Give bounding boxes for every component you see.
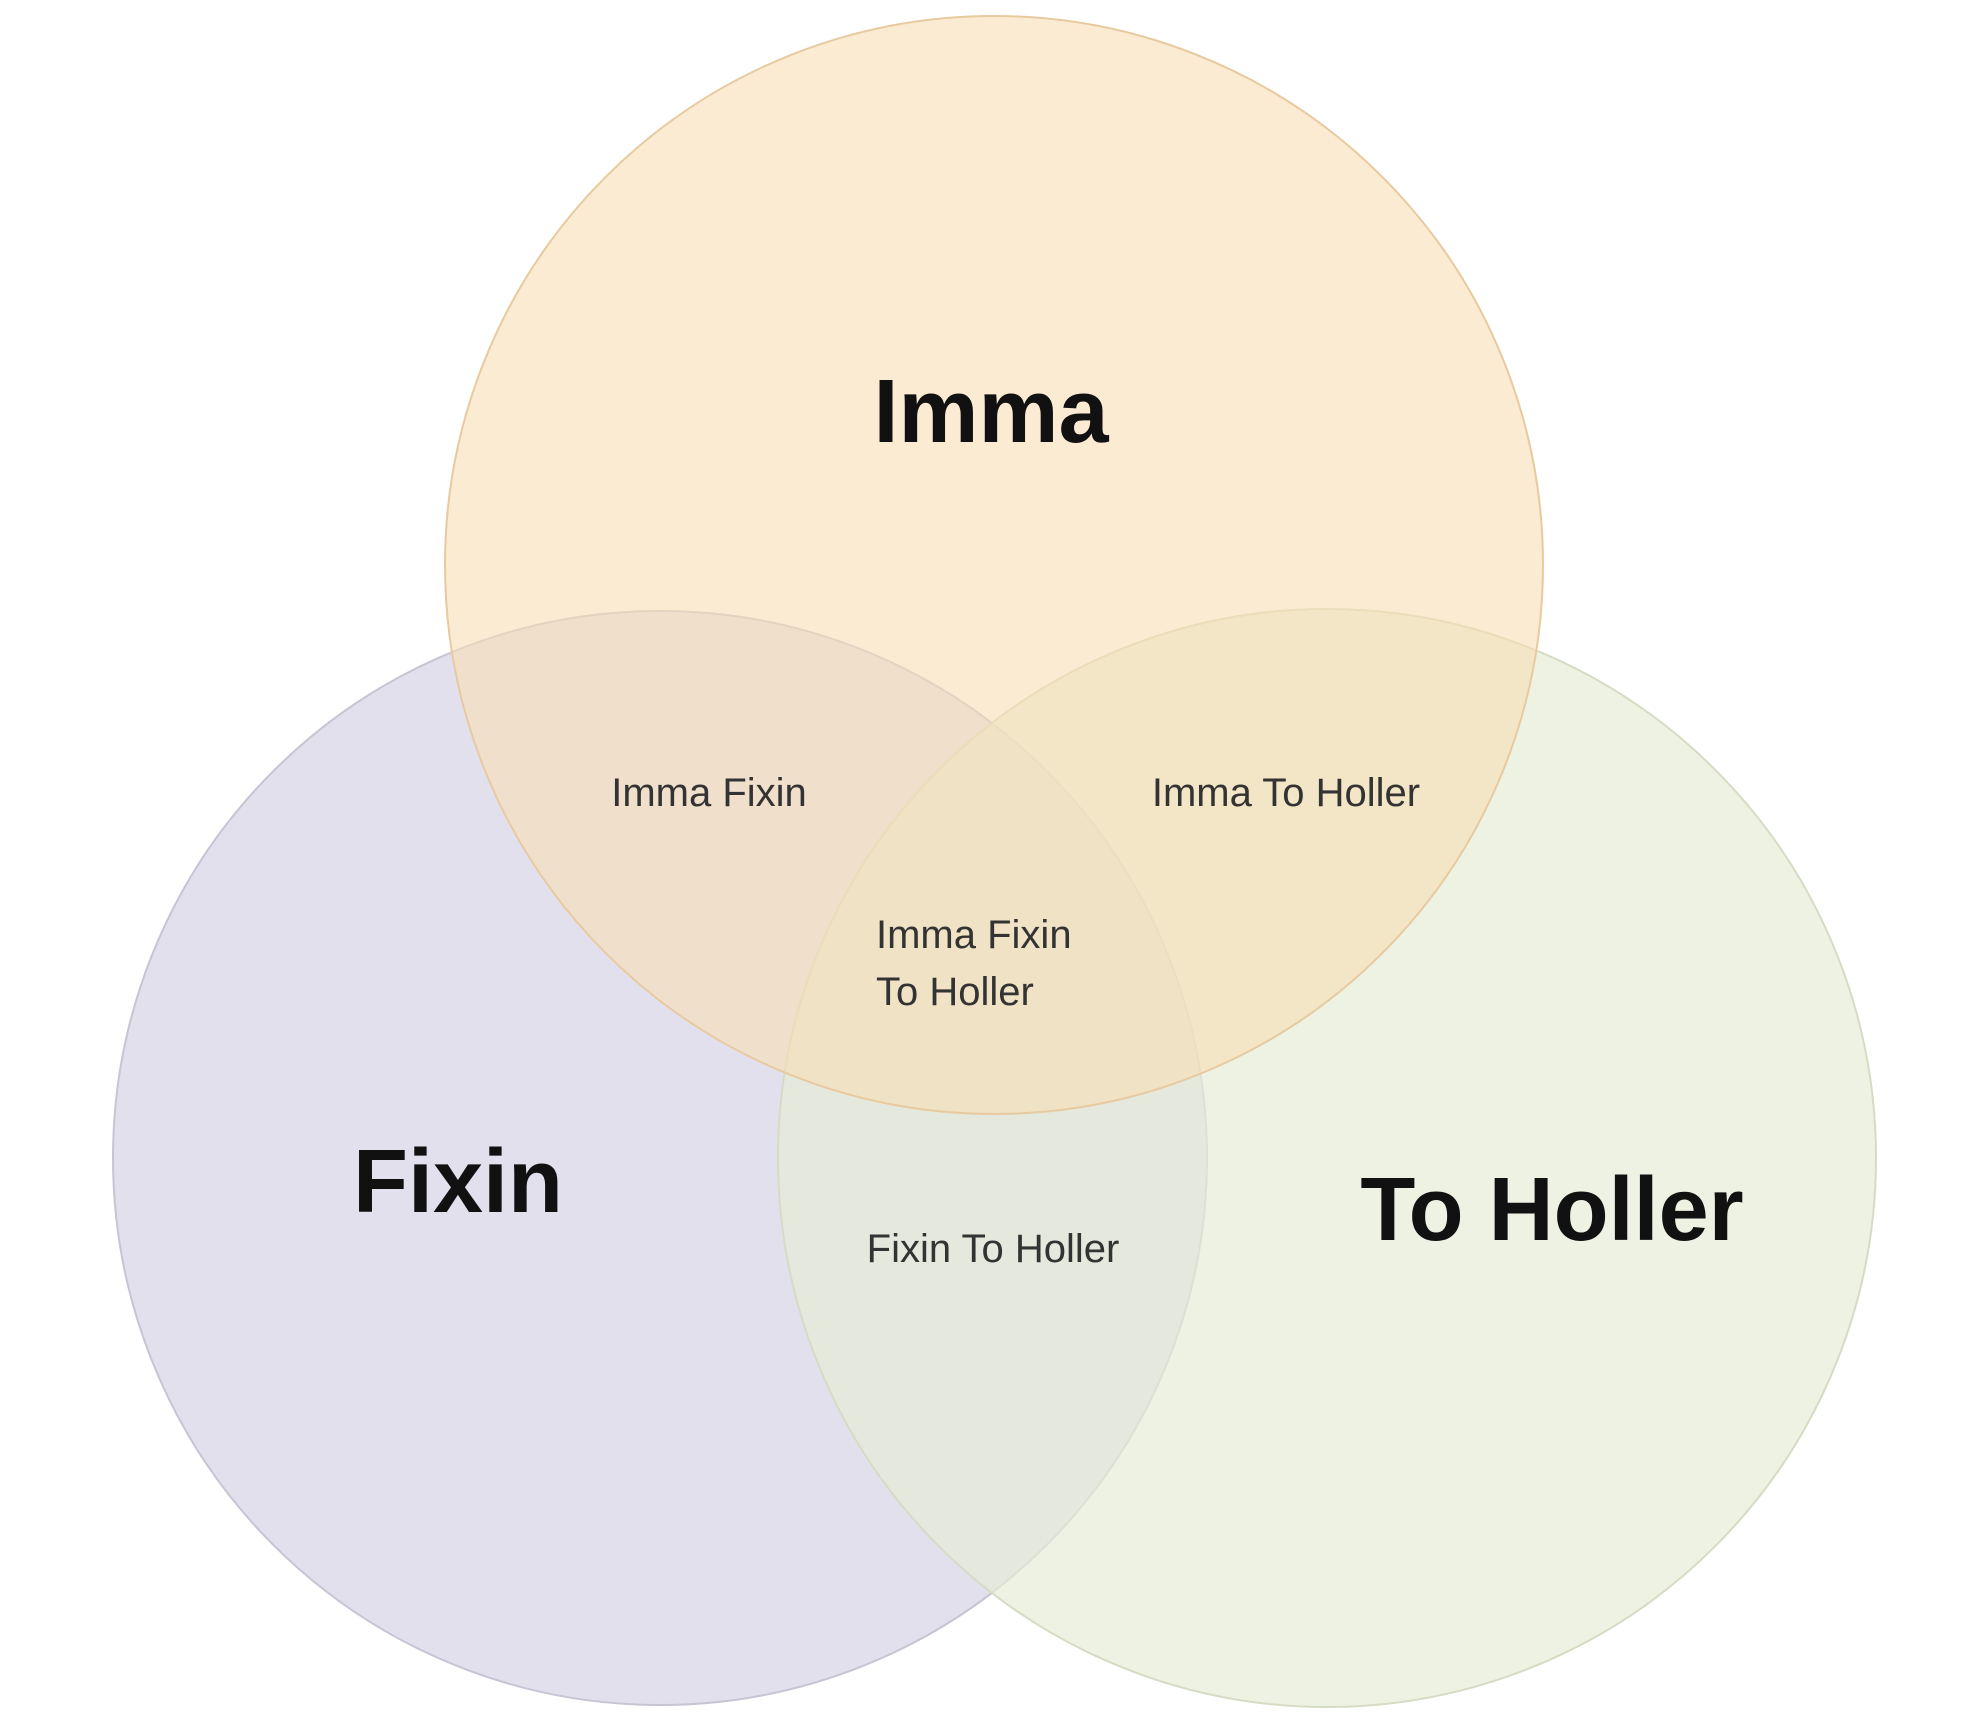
imma-to-holler-label: Imma To Holler — [1152, 771, 1420, 815]
imma-label: Imma — [873, 362, 1109, 462]
all-three-label-line1: Imma Fixin — [876, 913, 1072, 957]
fixin-to-holler-label: Fixin To Holler — [867, 1227, 1120, 1271]
to-holler-label: To Holler — [1360, 1160, 1743, 1260]
imma-circle — [444, 15, 1544, 1115]
all-three-label-line2: To Holler — [876, 970, 1034, 1014]
fixin-label: Fixin — [353, 1132, 563, 1232]
imma-fixin-label: Imma Fixin — [611, 771, 807, 815]
